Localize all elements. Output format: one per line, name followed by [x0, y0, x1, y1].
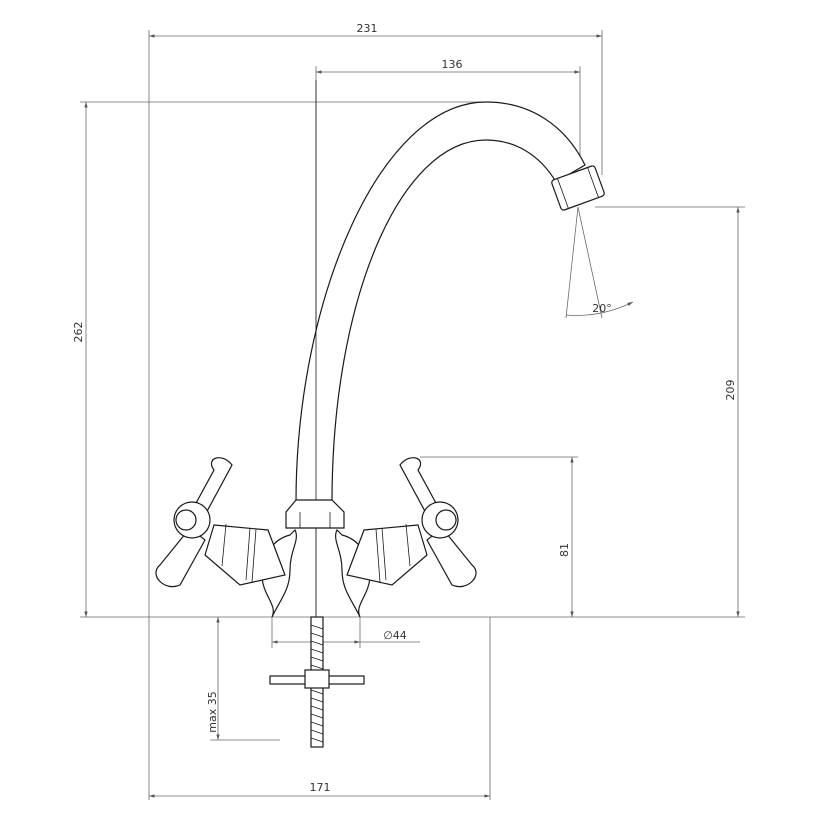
- label-handle-height: 81: [558, 543, 571, 557]
- left-handle[interactable]: [155, 457, 286, 588]
- spout: [295, 101, 605, 503]
- mounting-hardware: [269, 616, 365, 748]
- spout-aerator: [551, 165, 605, 211]
- spout-nut: [285, 499, 345, 529]
- label-spout-reach: 136: [442, 58, 463, 71]
- label-outlet-height: 209: [724, 380, 737, 401]
- right-handle[interactable]: [346, 457, 477, 588]
- label-outlet-angle: 20°: [592, 302, 612, 315]
- label-max-thickness: max 35: [206, 691, 219, 732]
- label-overall-width: 231: [357, 22, 378, 35]
- label-overall-height: 262: [72, 322, 85, 343]
- label-base-width: 171: [310, 781, 331, 794]
- label-base-diameter: ∅44: [383, 629, 407, 642]
- mounting-nut: [304, 669, 330, 689]
- dim-arc-20: [565, 301, 634, 316]
